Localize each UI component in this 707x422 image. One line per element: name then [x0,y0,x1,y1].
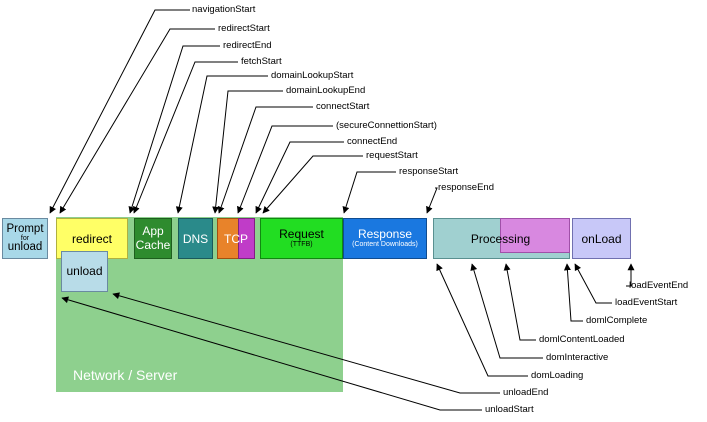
label-connectEnd: connectEnd [347,136,398,147]
response-stage: Response (Content Downloads) [343,218,427,259]
unload-stage: unload [61,251,108,292]
label-domLoading: domLoading [531,370,584,381]
arrow-domInteractive [470,263,543,359]
arrow-requestStart [262,155,363,214]
arrow-domComplete [563,263,583,322]
dns-stage: DNS [178,218,213,259]
arrow-redirectStart [59,28,215,214]
label-requestStart: requestStart [366,150,418,161]
response-label: Response [357,227,413,242]
network-server-label: Network / Server [73,367,178,383]
request-label: Request [279,227,324,242]
label-redirectEnd: redirectEnd [223,40,272,51]
label-loadEventStart: loadEventStart [615,297,678,308]
arrow-loadEventStart [574,263,612,304]
onload-label: onLoad [581,231,622,246]
request-stage: Request (TTFB) [260,218,343,259]
app-cache-stage: App Cache [134,218,172,259]
processing-label-wrap: Processing [433,218,570,259]
dns-label: DNS [182,231,209,246]
request-sub-label: (TTFB) [290,241,313,249]
label-fetchStart: fetchStart [241,56,282,67]
appcache-line1: App [142,224,164,239]
arrow-connectEnd [255,141,344,214]
label-unloadStart: unloadStart [485,404,534,415]
ssl-stage [238,218,255,259]
label-responseEnd: responseEnd [438,182,494,193]
label-navigationStart: navigationStart [192,4,256,15]
prompt-line1: Prompt [6,222,44,235]
prompt-for-unload-stage: Prompt for unload [2,218,48,259]
label-unloadEnd: unloadEnd [503,387,549,398]
redirect-label: redirect [71,231,112,246]
dom-content-loaded-segment [500,218,570,253]
arrow-fetchStart [133,61,238,214]
appcache-line2: Cache [135,237,171,252]
arrow-unloadEnd [112,292,500,394]
label-domainLookupStart: domainLookupStart [271,70,354,81]
prompt-line3: unload [7,241,43,253]
prompt-line2: for [20,235,30,242]
arrow-domainLookupStart [175,75,268,214]
arrow-domLoading [436,263,528,377]
label-domContentLoaded: domlContentLoaded [539,334,625,345]
arrow-responseEnd [426,187,438,214]
arrow-domainLookupEnd [212,90,283,214]
label-loadEventEnd: loadEventEnd [629,280,689,291]
label-redirectStart: redirectStart [218,23,270,34]
arrow-connectStart [217,106,313,214]
label-connectStart: connectStart [316,101,370,112]
tcp-label: TCP [224,231,248,246]
response-sub-label: (Content Downloads) [352,241,418,249]
arrow-unloadStart [61,296,482,411]
label-responseStart: responseStart [399,166,459,177]
arrow-redirectEnd [128,45,220,214]
processing-label: Processing [470,231,531,246]
label-domComplete: domlComplete [586,315,648,326]
unload-label: unload [66,264,103,278]
arrow-navigationStart [49,9,190,214]
arrow-domContentLoaded [503,263,536,341]
arrow-responseStart [342,171,396,214]
label-domainLookupEnd: domainLookupEnd [286,85,366,96]
arrow-loadEventEnd [626,263,635,287]
label-secureConnectionStart: (secureConnettionStart) [336,120,437,131]
onload-stage: onLoad [572,218,631,259]
arrow-secureConnectionStart [237,125,333,214]
label-domInteractive: domInteractive [546,352,609,363]
